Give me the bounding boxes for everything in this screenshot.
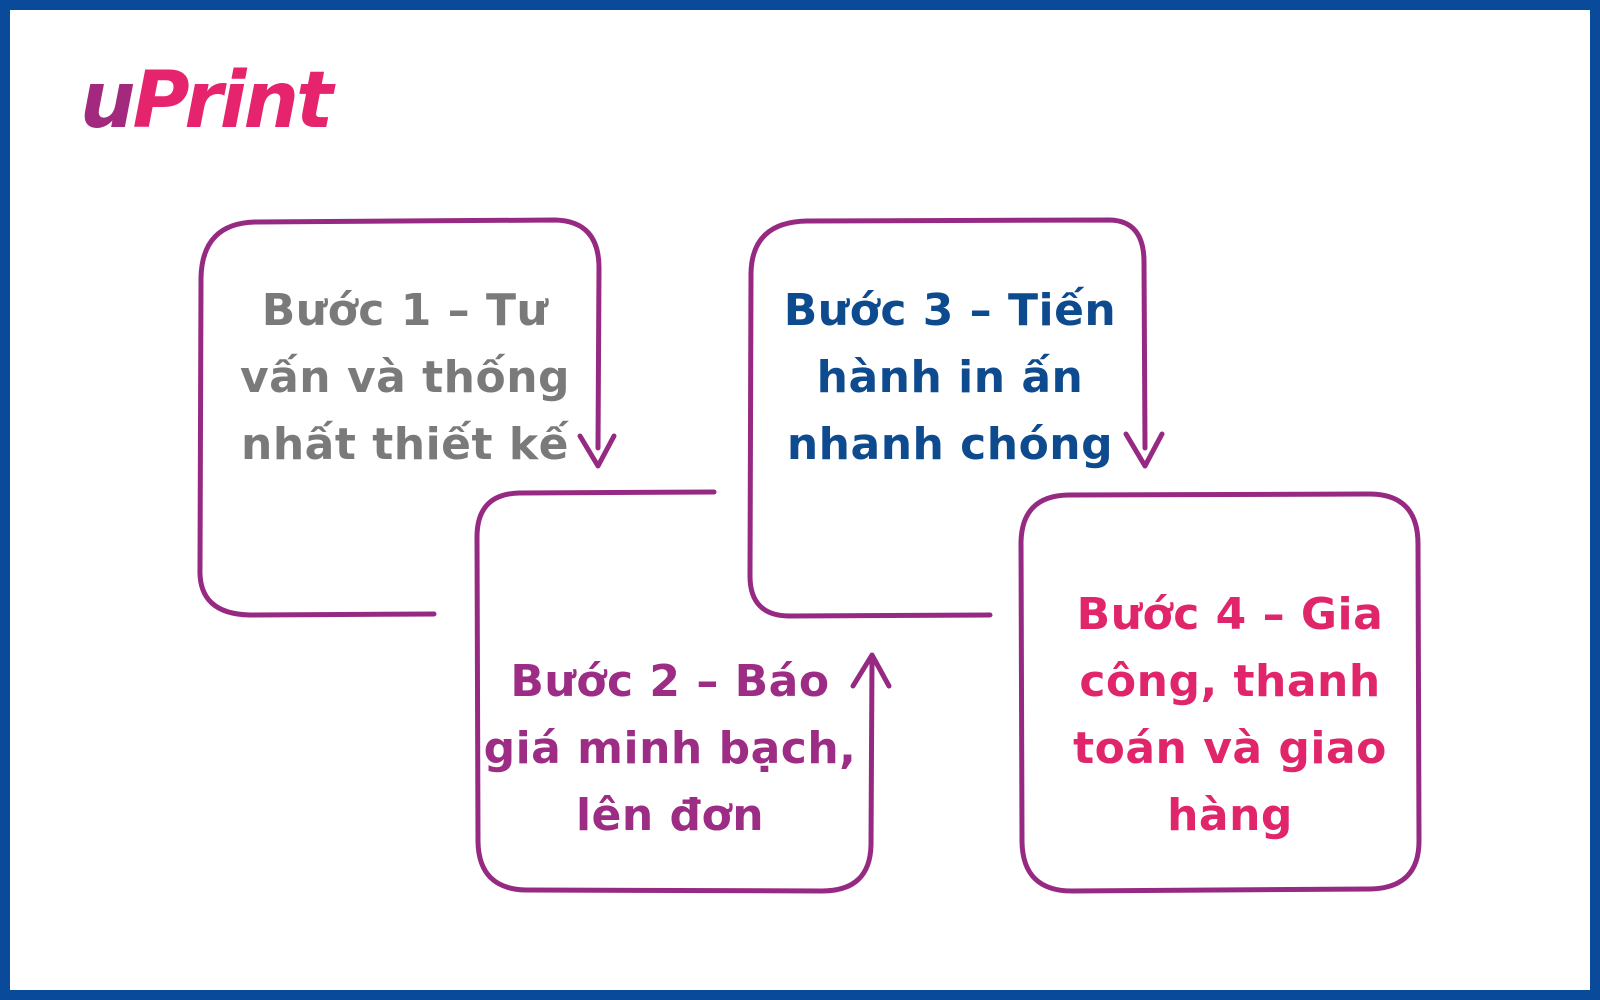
step-2-arrowhead [850,652,892,689]
step-3-label: Bước 3 – Tiến hành in ấn nhanh chóng [783,285,1117,470]
step-4-box [1018,491,1422,894]
step-3-arrowhead [1123,431,1165,469]
step-1-label: Bước 1 – Tư vấn và thống nhất thiết kế [239,285,571,470]
step-3-box-outline [747,217,1148,619]
step-4-label: Bước 4 – Gia công, thanh toán và giao hà… [1073,589,1387,841]
step-1-box-outline [197,217,602,618]
step-2-box-outline [474,489,875,894]
process-flow-diagram [197,217,1422,894]
step-2-label: Bước 2 – Báo giá minh bạch, lên đơn [483,656,857,841]
uprint-logo: uPrint [80,56,333,146]
step-1-arrowhead [577,433,617,469]
